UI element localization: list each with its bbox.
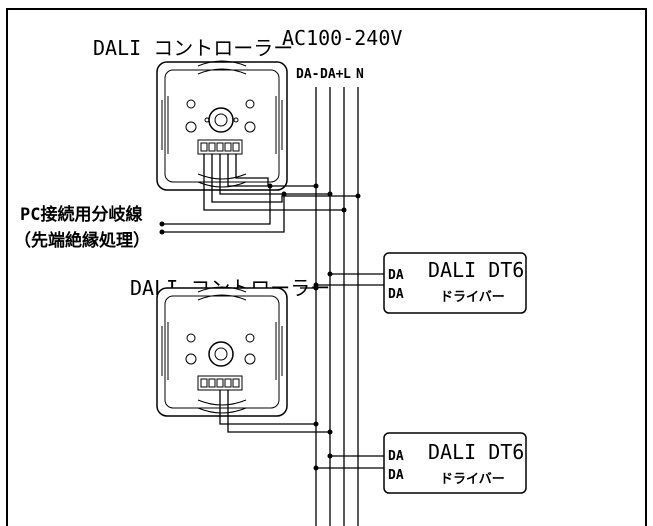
top-controller-wiring — [203, 154, 358, 211]
pc-branch-label: PC接続用分岐線 — [20, 204, 142, 225]
driver-bottom: DA DA DALI DT6 ドライバー — [383, 432, 527, 494]
top-controller-device — [156, 60, 288, 191]
supply-voltage-label: AC100-240V — [282, 26, 402, 50]
driver-bottom-port-a: DA — [388, 449, 404, 464]
bottom-controller-wiring — [219, 287, 330, 433]
bus-lines — [315, 87, 359, 526]
driver-top-subtitle: ドライバー — [440, 290, 505, 305]
driver-top-port-a: DA — [388, 268, 404, 283]
driver-connections — [316, 273, 384, 469]
diagram-border — [6, 8, 647, 526]
driver-bottom-title: DALI DT6 — [428, 440, 524, 464]
driver-top-port-b: DA — [388, 287, 404, 302]
driver-top-title: DALI DT6 — [428, 258, 524, 282]
terminal-label-da-minus: DA- — [296, 67, 319, 82]
junction-dots — [267, 183, 361, 471]
driver-top: DA DA DALI DT6 ドライバー — [383, 252, 527, 314]
driver-bottom-port-b: DA — [388, 468, 404, 483]
pc-branch-wires — [159, 186, 285, 235]
pc-branch-note: （先端絶縁処理） — [14, 230, 150, 251]
terminal-label-l: L — [343, 67, 351, 82]
terminal-label-n: N — [356, 67, 364, 82]
top-controller-label: DALI コントローラー — [93, 36, 293, 60]
bottom-controller-device — [156, 286, 288, 417]
driver-bottom-subtitle: ドライバー — [440, 472, 505, 487]
terminal-label-da-plus: DA+ — [320, 67, 344, 82]
